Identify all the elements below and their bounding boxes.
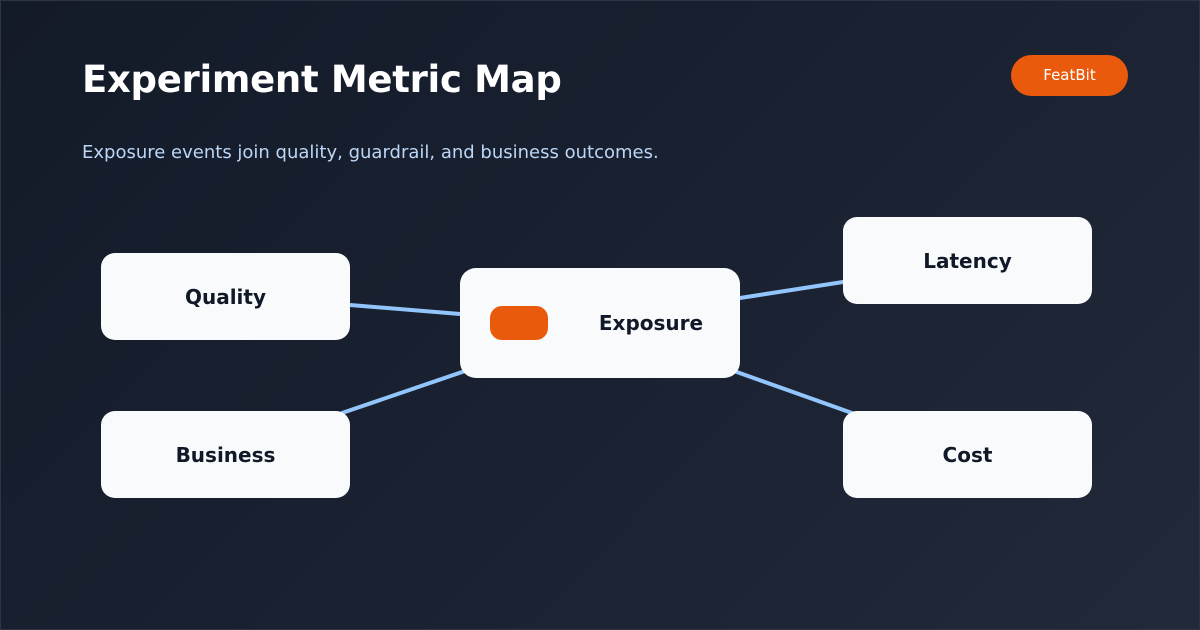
page-subtitle: Exposure events join quality, guardrail,…	[82, 142, 659, 163]
edge-exposure-business	[340, 368, 470, 415]
node-quality: Quality	[101, 253, 350, 340]
node-business: Business	[101, 411, 350, 498]
page-title: Experiment Metric Map	[82, 58, 562, 101]
node-business-label: Business	[175, 442, 276, 467]
edge-exposure-quality	[348, 303, 462, 316]
brand-badge: FeatBit	[1011, 55, 1128, 96]
node-exposure-label: Exposure	[598, 311, 704, 335]
node-quality-label: Quality	[184, 284, 267, 309]
exposure-accent-pill	[490, 306, 548, 340]
node-latency-label: Latency	[923, 248, 1012, 273]
edge-exposure-cost	[732, 369, 854, 415]
node-exposure: Exposure	[460, 268, 740, 378]
edge-exposure-latency	[738, 280, 845, 300]
node-cost: Cost	[843, 411, 1092, 498]
node-cost-label: Cost	[942, 442, 993, 467]
node-latency: Latency	[843, 217, 1092, 304]
